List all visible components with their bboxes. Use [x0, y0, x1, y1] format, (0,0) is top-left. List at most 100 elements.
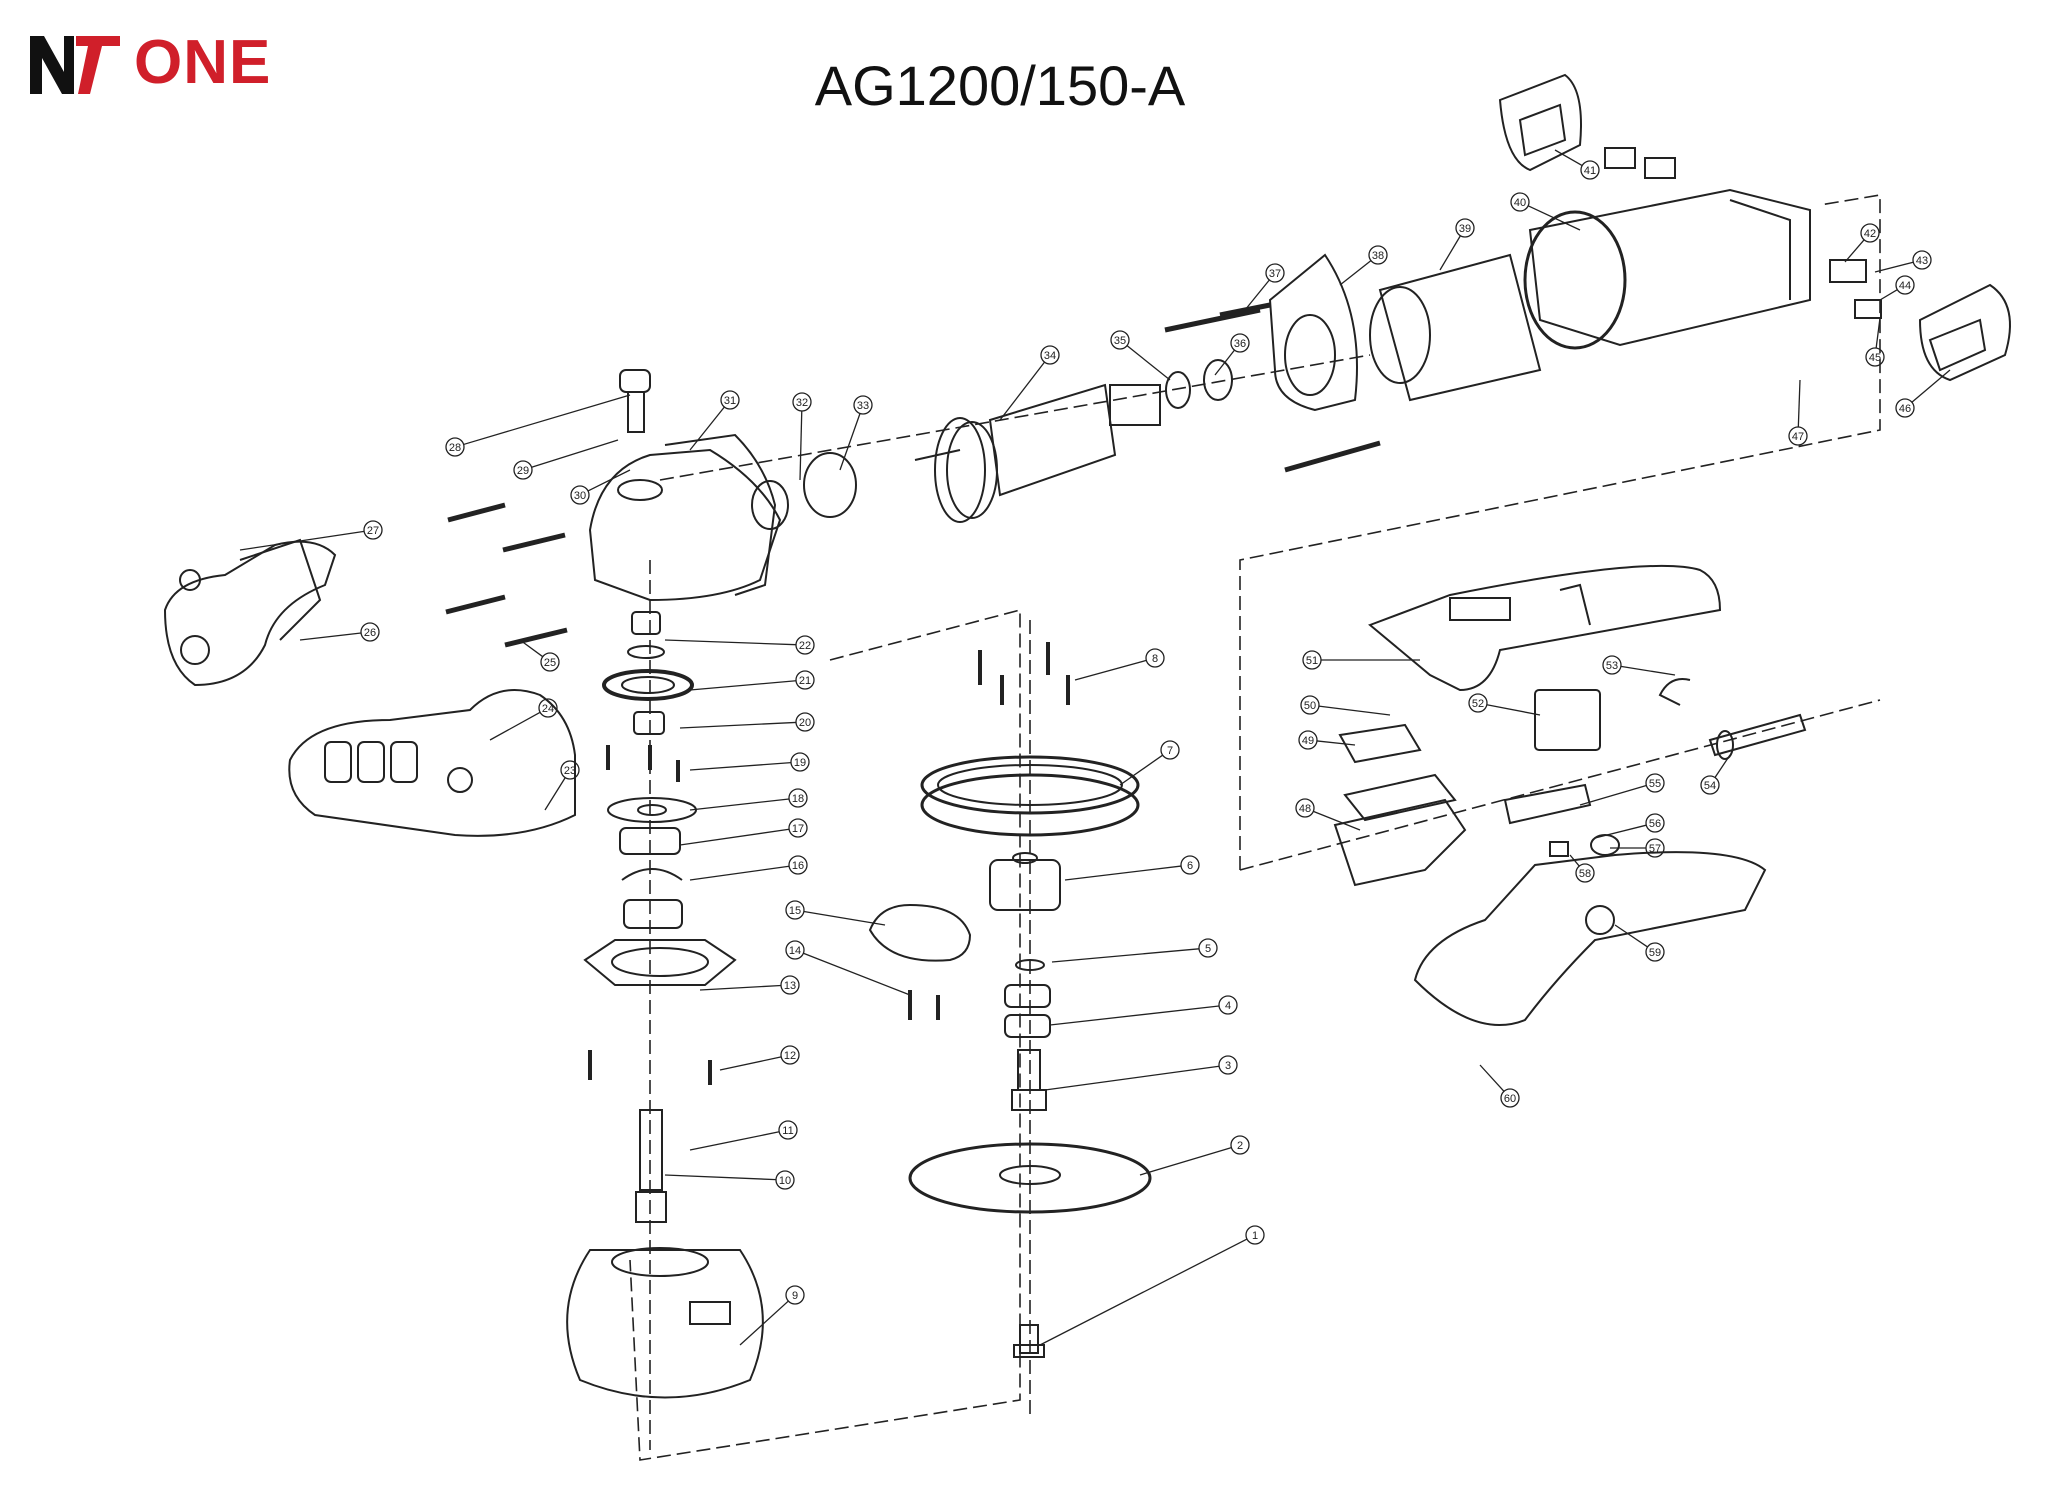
callout-number-21: 21	[799, 675, 811, 687]
part-handle-bottom	[1413, 851, 1767, 1026]
callout-number-52: 52	[1472, 698, 1484, 710]
leader-line-16	[689, 865, 790, 881]
callout-9: 9	[739, 1285, 805, 1346]
dashed-boundary-center	[629, 608, 1021, 1461]
callout-number-29: 29	[517, 465, 529, 477]
callout-number-55: 55	[1649, 778, 1661, 790]
leader-line-26	[299, 632, 362, 641]
callout-40: 40	[1510, 192, 1581, 231]
leader-line-9	[739, 1300, 789, 1346]
callout-circle-30	[570, 485, 590, 505]
callout-38: 38	[1339, 245, 1388, 286]
leader-line-59	[1614, 924, 1648, 948]
callout-number-32: 32	[796, 397, 808, 409]
callout-circle-5	[1198, 938, 1218, 958]
leader-line-24	[489, 711, 541, 741]
callout-circle-44	[1895, 275, 1915, 295]
callout-number-51: 51	[1306, 655, 1318, 667]
callout-circle-54	[1700, 775, 1720, 795]
callout-circle-22	[795, 635, 815, 655]
callout-number-48: 48	[1299, 803, 1311, 815]
callout-16: 16	[689, 855, 808, 881]
dashed-axis-top	[659, 354, 1371, 481]
callout-18: 18	[689, 788, 808, 811]
callout-circle-29	[513, 460, 533, 480]
callout-48: 48	[1295, 798, 1361, 831]
callout-22: 22	[664, 635, 815, 655]
callout-circle-14	[785, 940, 805, 960]
callout-circle-21	[795, 670, 815, 690]
leader-line-37	[1244, 279, 1270, 311]
callout-circle-40	[1510, 192, 1530, 212]
callout-number-57: 57	[1649, 843, 1661, 855]
callout-circle-39	[1455, 218, 1475, 238]
part-motor-housing	[1523, 188, 1811, 350]
callout-28: 28	[445, 394, 631, 457]
callout-circle-10	[775, 1170, 795, 1190]
callout-43: 43	[1874, 250, 1932, 273]
part-lock-button	[1503, 783, 1620, 857]
callout-5: 5	[1051, 938, 1218, 963]
part-armature	[751, 359, 1233, 530]
leader-line-7	[1119, 754, 1163, 786]
callout-8: 8	[1074, 648, 1165, 681]
callout-46: 46	[1895, 369, 1951, 418]
leader-line-8	[1074, 659, 1147, 681]
leader-line-33	[839, 413, 861, 471]
callout-56: 56	[1594, 813, 1665, 839]
callout-circle-38	[1368, 245, 1388, 265]
leader-line-53	[1620, 665, 1676, 676]
leader-line-31	[689, 406, 725, 451]
callout-12: 12	[719, 1045, 800, 1071]
leader-line-38	[1339, 260, 1372, 286]
callout-circle-27	[363, 520, 383, 540]
callout-26: 26	[299, 622, 380, 642]
callout-number-56: 56	[1649, 818, 1661, 830]
callout-31: 31	[689, 390, 740, 451]
callout-circle-12	[780, 1045, 800, 1065]
leader-line-60	[1479, 1064, 1505, 1092]
leader-line-15	[803, 910, 886, 926]
callout-circle-1	[1245, 1225, 1265, 1245]
leader-line-54	[1714, 754, 1731, 778]
callout-number-34: 34	[1044, 350, 1056, 362]
callout-58: 58	[1569, 854, 1595, 883]
leader-line-1	[1039, 1238, 1248, 1346]
part-center-stack	[868, 755, 1152, 1358]
callout-circle-53	[1602, 655, 1622, 675]
leader-line-55	[1579, 784, 1647, 806]
callout-circle-35	[1110, 330, 1130, 350]
callout-number-19: 19	[794, 757, 806, 769]
leader-line-5	[1051, 948, 1200, 963]
callout-circle-33	[853, 395, 873, 415]
callout-layer: 1234567891011121314151617181920212223242…	[239, 149, 1951, 1346]
callout-number-10: 10	[779, 1175, 791, 1187]
leader-line-43	[1874, 261, 1914, 273]
callout-number-15: 15	[789, 905, 801, 917]
callout-54: 54	[1700, 754, 1731, 795]
callout-circle-26	[360, 622, 380, 642]
leader-line-40	[1527, 205, 1581, 231]
callout-circle-17	[788, 818, 808, 838]
leader-line-3	[1044, 1065, 1220, 1091]
callout-circle-20	[795, 712, 815, 732]
callout-number-50: 50	[1304, 700, 1316, 712]
callout-number-36: 36	[1234, 338, 1246, 350]
callout-50: 50	[1300, 695, 1391, 716]
callout-number-17: 17	[792, 823, 804, 835]
dashed-boundary-right	[1239, 194, 1881, 870]
leader-line-41	[1554, 149, 1583, 167]
leader-line-23	[544, 777, 566, 811]
callout-number-26: 26	[364, 627, 376, 639]
callout-circle-36	[1230, 333, 1250, 353]
brand-name: ONE	[134, 28, 272, 97]
leader-line-42	[1844, 239, 1865, 263]
callout-circle-43	[1912, 250, 1932, 270]
callout-36: 36	[1214, 333, 1250, 376]
callout-circle-18	[788, 788, 808, 808]
leader-line-36	[1214, 349, 1235, 376]
part-fan-baffle	[1268, 253, 1358, 412]
dashed-axis-right	[1239, 699, 1881, 871]
callout-number-16: 16	[792, 860, 804, 872]
